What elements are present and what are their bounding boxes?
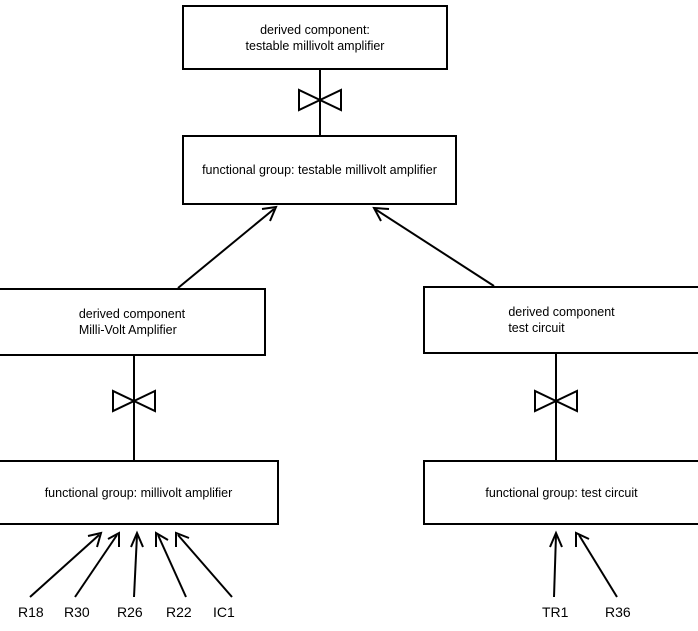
node-functional-group-test-circuit[interactable]: functional group: test circuit xyxy=(423,460,698,525)
part-arrow-r26 xyxy=(130,530,144,598)
node-label: functional group: test circuit xyxy=(485,485,638,500)
part-arrow-r22 xyxy=(155,531,187,598)
part-label-ic1: IC1 xyxy=(213,604,235,620)
bowtie-right-icon xyxy=(534,389,578,413)
arrow-milli-volt-amplifier-to-functional-group xyxy=(177,205,278,289)
node-label: derived component: testable millivolt am… xyxy=(245,22,385,53)
node-derived-test-circuit[interactable]: derived component test circuit xyxy=(423,286,698,354)
node-label: functional group: millivolt amplifier xyxy=(44,485,233,500)
part-label-tr1: TR1 xyxy=(542,604,569,620)
part-label-r22: R22 xyxy=(166,604,192,620)
node-derived-milli-volt-amplifier[interactable]: derived component Milli-Volt Amplifier xyxy=(0,288,266,356)
node-functional-group-millivolt-amplifier[interactable]: functional group: millivolt amplifier xyxy=(0,460,279,525)
node-label: functional group: testable millivolt amp… xyxy=(202,163,437,177)
bowtie-left-icon xyxy=(112,389,156,413)
part-label-r18: R18 xyxy=(18,604,44,620)
bowtie-top-icon xyxy=(298,88,342,112)
part-label-r30: R30 xyxy=(64,604,90,620)
part-label-r36: R36 xyxy=(605,604,631,620)
part-label-r26: R26 xyxy=(117,604,143,620)
node-functional-group-testable-millivolt-amplifier[interactable]: functional group: testable millivolt amp… xyxy=(182,135,457,205)
arrow-test-circuit-to-functional-group xyxy=(372,206,495,287)
part-arrow-r36 xyxy=(575,531,618,598)
part-arrow-ic1 xyxy=(175,531,233,598)
node-derived-testable-millivolt-amplifier[interactable]: derived component: testable millivolt am… xyxy=(182,5,448,70)
part-arrow-r18 xyxy=(29,531,103,598)
part-arrow-r30 xyxy=(74,531,120,598)
node-label: derived component test circuit xyxy=(508,305,615,335)
part-arrow-tr1 xyxy=(549,530,563,598)
node-label: derived component Milli-Volt Amplifier xyxy=(78,307,186,337)
